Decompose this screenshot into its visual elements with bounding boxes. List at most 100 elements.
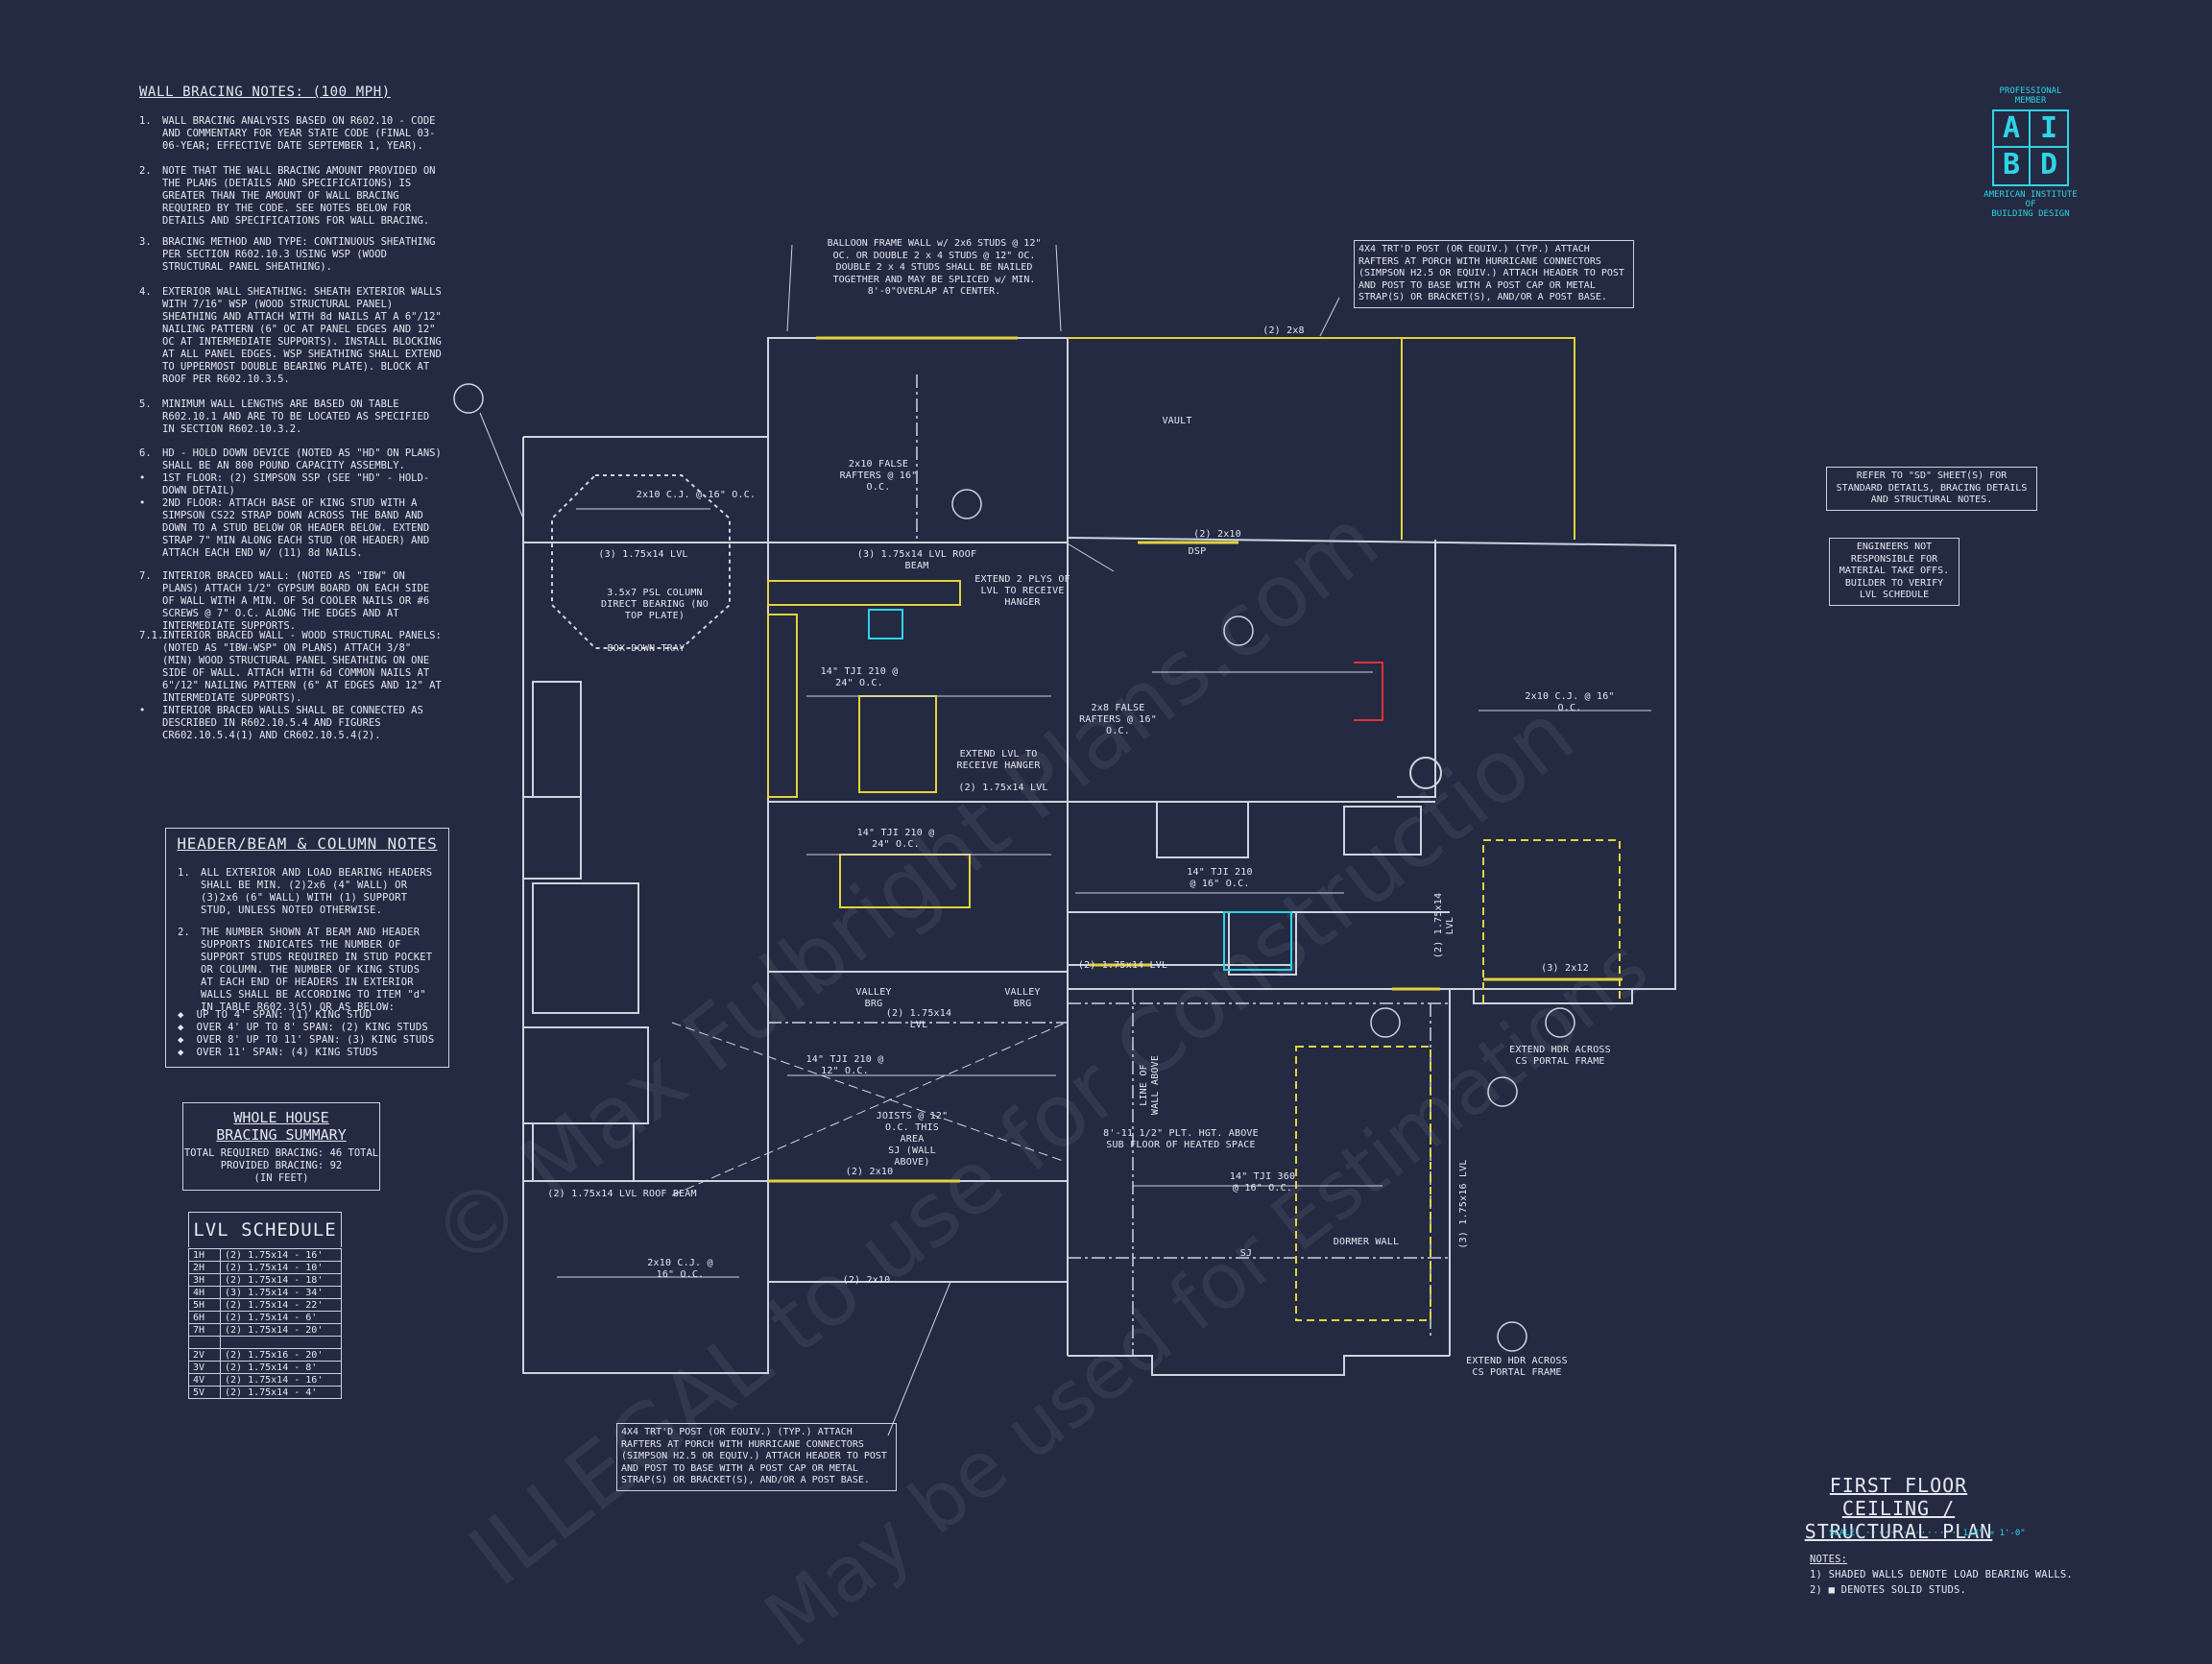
- lvl-mark: [188, 1336, 221, 1349]
- lvl-schedule-title-box: LVL SCHEDULE: [188, 1212, 342, 1247]
- plan-label: (2) 1.75x14 LVL ROOF BEAM: [547, 1189, 697, 1199]
- lvl-schedule-row: 1H(2) 1.75x14 - 16': [188, 1248, 342, 1262]
- exterior-wall-left: [522, 437, 769, 1374]
- note-text: 2ND FLOOR: ATTACH BASE OF KING STUD WITH…: [162, 497, 430, 559]
- note-text: 1ST FLOOR: (2) SIMPSON SSP (SEE "HD" - H…: [162, 472, 430, 496]
- note-number: 2.: [139, 165, 152, 177]
- plan-label: DORMER WALL: [1333, 1237, 1400, 1247]
- plan-label: (2) 1.75x14 LVL: [958, 783, 1048, 793]
- post-callout-bottom: 4X4 TRT'D POST (OR EQUIV.) (TYP.) ATTACH…: [616, 1423, 897, 1491]
- logo-grid: A I B D: [1992, 109, 2069, 186]
- wall-bracing-note: 3. BRACING METHOD AND TYPE: CONTINUOUS SH…: [139, 236, 446, 274]
- lvl-spec: (2) 1.75x14 - 6': [220, 1311, 342, 1324]
- aibd-logo: PROFESSIONAL MEMBER A I B D AMERICAN INS…: [1978, 86, 2083, 221]
- lvl-schedule-title: LVL SCHEDULE: [193, 1219, 337, 1241]
- exterior-wall-left-upper: [523, 337, 1069, 538]
- plan-label: LINE OF WALL ABOVE: [1139, 1054, 1161, 1116]
- plan-label: DSP: [1188, 546, 1207, 557]
- note-number: •: [139, 472, 146, 484]
- plan-label: (2) 1.75x14 LVL: [1077, 960, 1168, 971]
- lvl-mark: 7H: [188, 1323, 221, 1337]
- sheet-note-2: 2) ■ DENOTES SOLID STUDS.: [1810, 1584, 1967, 1596]
- lvl-schedule-row: 6H(2) 1.75x14 - 6': [188, 1311, 342, 1324]
- header-note-2-num: 2.: [178, 927, 191, 938]
- plan-label: (3) 2x12: [1541, 963, 1589, 974]
- note-number: 3.: [139, 236, 152, 248]
- note-number: 4.: [139, 286, 152, 298]
- plan-label: (2) 1.75x14 LVL: [885, 1008, 952, 1030]
- lvl-mark: 2V: [188, 1348, 221, 1362]
- bracing-required: TOTAL REQUIRED BRACING: 46 TOTAL: [183, 1147, 379, 1159]
- wall-bracing-note: •2ND FLOOR: ATTACH BASE OF KING STUD WIT…: [139, 497, 446, 560]
- plan-label: 2x10 C.J. @ 16" O.C.: [636, 490, 757, 500]
- scale-label: SCALE:: [1829, 1529, 1861, 1538]
- sheet-title: FIRST FLOOR CEILING / STRUCTURAL PLAN: [1781, 1474, 2016, 1543]
- lvl-spec: (2) 1.75x14 - 18': [220, 1273, 342, 1287]
- lvl-spec: (2) 1.75x14 - 16': [220, 1248, 342, 1262]
- note-number: 7.1.: [139, 630, 164, 641]
- lvl-mark: 3H: [188, 1273, 221, 1287]
- lvl-mark: 2H: [188, 1261, 221, 1274]
- exterior-wall-bottom: [1068, 1355, 1450, 1376]
- header-note-1-num: 1.: [178, 867, 191, 879]
- lvl-mark: 6H: [188, 1311, 221, 1324]
- wall-bracing-note: 5.MINIMUM WALL LENGTHS ARE BASED ON TABL…: [139, 398, 446, 436]
- header-beam-notes-box: HEADER/BEAM & COLUMN NOTES 1. ALL EXTERI…: [165, 828, 449, 1068]
- plan-label: 14" TJI 210 @ 16" O.C.: [1187, 867, 1253, 889]
- lvl-mark: 5V: [188, 1386, 221, 1399]
- lvl-schedule-row: 5V(2) 1.75x14 - 4': [188, 1386, 342, 1399]
- logo-letter-i: I: [2031, 111, 2067, 148]
- lvl-mark: 3V: [188, 1361, 221, 1374]
- lvl-schedule-row: 2V(2) 1.75x16 - 20': [188, 1348, 342, 1362]
- lvl-spec: (2) 1.75x14 - 8': [220, 1361, 342, 1374]
- plan-label: VALLEY BRG: [1004, 987, 1041, 1009]
- lvl-spec: (2) 1.75x14 - 4': [220, 1386, 342, 1399]
- lvl-schedule-row: 3V(2) 1.75x14 - 8': [188, 1361, 342, 1374]
- sheet-notes: NOTES: 1) SHADED WALLS DENOTE LOAD BEARI…: [1810, 1554, 2098, 1597]
- lvl-mark: 5H: [188, 1298, 221, 1312]
- plan-label: (3) 1.75x16 LVL: [1458, 1159, 1469, 1249]
- lvl-spec: (2) 1.75x16 - 20': [220, 1348, 342, 1362]
- lvl-mark: 4H: [188, 1286, 221, 1299]
- plan-label: EXTEND HDR ACROSS CS PORTAL FRAME: [1509, 1045, 1611, 1067]
- lvl-schedule-table: 1H(2) 1.75x14 - 16'2H(2) 1.75x14 - 10'3H…: [188, 1248, 342, 1399]
- exterior-wall-right: [1067, 537, 1676, 1356]
- plan-label: (2) 1.75x14 LVL: [1433, 892, 1455, 959]
- plan-label: (2) 2x10: [842, 1275, 891, 1286]
- plan-label: SJ: [1239, 1248, 1253, 1259]
- lvl-schedule-row: 2H(2) 1.75x14 - 10': [188, 1261, 342, 1274]
- plan-label: 2x10 C.J. @ 16" O.C.: [647, 1258, 713, 1280]
- king-stud-item: ◆ UP TO 4' SPAN: (1) KING STUD: [178, 1009, 373, 1021]
- note-text: BRACING METHOD AND TYPE: CONTINUOUS SHEA…: [162, 236, 436, 273]
- header-note-2-text: THE NUMBER SHOWN AT BEAM AND HEADER SUPP…: [201, 927, 433, 1013]
- plan-label: 8'-11 1/2" PLT. HGT. ABOVE SUB FLOOR OF …: [1103, 1128, 1259, 1150]
- sheet-note-1: 1) SHADED WALLS DENOTE LOAD BEARING WALL…: [1810, 1569, 2073, 1580]
- lvl-schedule-row: 3H(2) 1.75x14 - 18': [188, 1273, 342, 1287]
- plan-label: 14" TJI 210 @ 24" O.C.: [856, 828, 935, 850]
- lvl-spec: [220, 1336, 342, 1349]
- wall-bracing-note: 7.1.INTERIOR BRACED WALL - WOOD STRUCTUR…: [139, 630, 446, 705]
- plan-label: 2x10 C.J. @ 16" O.C.: [1525, 691, 1615, 713]
- lvl-spec: (3) 1.75x14 - 34': [220, 1286, 342, 1299]
- lvl-schedule-row: 4V(2) 1.75x14 - 16': [188, 1373, 342, 1387]
- bracing-summary-title: WHOLE HOUSE BRACING SUMMARY: [216, 1109, 347, 1144]
- note-text: INTERIOR BRACED WALL: (NOTED AS "IBW" ON…: [162, 570, 430, 632]
- plan-label: SJ (WALL ABOVE): [888, 1146, 936, 1168]
- note-number: 5.: [139, 398, 152, 410]
- note-text: INTERIOR BRACED WALLS SHALL BE CONNECTED…: [162, 705, 423, 741]
- plan-label: 3.5x7 PSL COLUMN DIRECT BEARING (NO TOP …: [601, 588, 709, 621]
- lvl-spec: (2) 1.75x14 - 20': [220, 1323, 342, 1337]
- plan-label: VALLEY BRG: [855, 987, 892, 1009]
- note-text: NOTE THAT THE WALL BRACING AMOUNT PROVID…: [162, 165, 436, 227]
- wall-bracing-title: WALL BRACING NOTES: (100 MPH): [139, 84, 391, 100]
- plan-label: EXTEND LVL TO RECEIVE HANGER: [956, 749, 1041, 771]
- plan-label: VAULT: [1162, 416, 1192, 426]
- lvl-spec: (2) 1.75x14 - 10': [220, 1261, 342, 1274]
- sheet-notes-title: NOTES:: [1810, 1554, 1848, 1565]
- plan-label: EXTEND 2 PLYS OF LVL TO RECEIVE HANGER: [974, 574, 1070, 608]
- header-note-1-text: ALL EXTERIOR AND LOAD BEARING HEADERS SH…: [201, 867, 433, 916]
- note-number: 7.: [139, 570, 152, 582]
- header-beam-notes-title: HEADER/BEAM & COLUMN NOTES: [177, 834, 438, 853]
- scale-value: 1/4" = 1'-0": [1962, 1529, 2026, 1538]
